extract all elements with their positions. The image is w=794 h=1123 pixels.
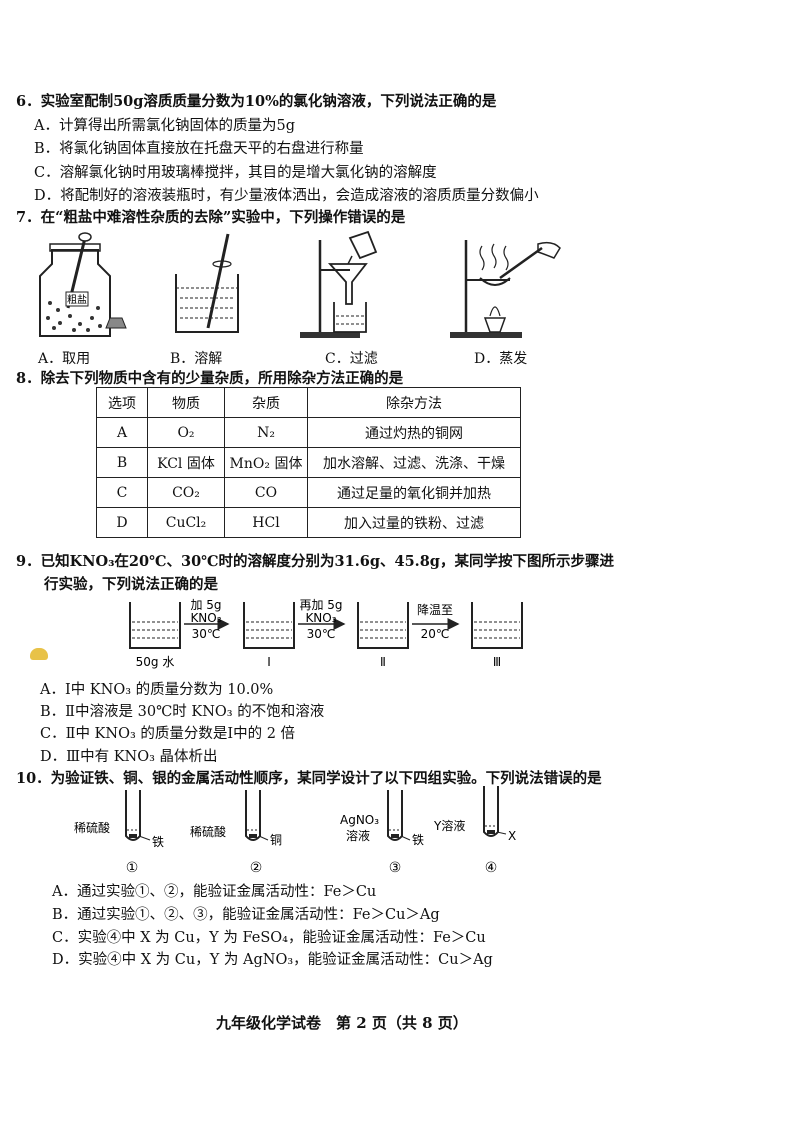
q9-option-d: D．Ⅲ中有 KNO₃ 晶体析出 xyxy=(40,749,218,765)
tube1-left-label: 稀硫酸 xyxy=(74,820,110,835)
cell: 通过足量的氧化铜并加热 xyxy=(307,477,521,508)
page-footer: 九年级化学试卷 第 2 页（共 8 页） xyxy=(216,1014,468,1032)
q9-option-c: C．Ⅱ中 KNO₃ 的质量分数是Ⅰ中的 2 倍 xyxy=(40,726,296,742)
tube3-number: ③ xyxy=(389,860,402,876)
q8-stem: 8．除去下列物质中含有的少量杂质，所用除杂方法正确的是 xyxy=(16,370,404,387)
tube4-number: ④ xyxy=(485,860,498,876)
evaporation-icon xyxy=(450,240,561,338)
header-impurity: 杂质 xyxy=(224,387,308,418)
beaker-label: Ⅲ xyxy=(493,655,501,669)
tube2-number: ② xyxy=(250,860,263,876)
cell: MnO₂ 固体 xyxy=(224,447,308,478)
cell: KCl 固体 xyxy=(147,447,225,478)
header-method: 除杂方法 xyxy=(307,387,521,418)
cell: A xyxy=(96,417,148,448)
tube2-right-label: 铜 xyxy=(270,832,282,847)
q7-option-b: B．溶解 xyxy=(170,351,223,367)
q6-option-a: A．计算得出所需氯化钠固体的质量为5g xyxy=(34,118,295,134)
q7-apparatus-figure: 粗盐 xyxy=(39,230,561,338)
q10-option-c: C．实验④中 X 为 Cu，Y 为 FeSO₄，能验证金属活动性：Fe＞Cu xyxy=(52,930,486,946)
tube3-right-label: 铁 xyxy=(412,833,424,847)
arrow1-mid: KNO₃ xyxy=(190,611,221,625)
cell: HCl xyxy=(224,507,308,538)
cell: O₂ xyxy=(147,417,225,448)
test-tube-icon xyxy=(483,786,507,837)
cell: 通过灼热的铜网 xyxy=(307,417,521,448)
tube4-left-label: Y溶液 xyxy=(433,818,465,833)
q10-option-d: D．实验④中 X 为 Cu，Y 为 AgNO₃，能验证金属活动性：Cu＞Ag xyxy=(52,952,493,968)
tube3-left-label-top: AgNO₃ xyxy=(340,813,379,827)
q7-option-a: A．取用 xyxy=(38,351,91,367)
tube1-number: ① xyxy=(126,860,139,876)
arrow1-bot: 30℃ xyxy=(192,627,221,641)
cell: C xyxy=(96,477,148,508)
cell: CO xyxy=(224,477,308,508)
q9-option-a: A．Ⅰ中 KNO₃ 的质量分数为 10.0% xyxy=(40,682,274,698)
beaker-label: 50g 水 xyxy=(136,655,175,669)
tube2-left-label: 稀硫酸 xyxy=(190,824,226,839)
cell: CuCl₂ xyxy=(147,507,225,538)
q8-table: 选项 物质 杂质 除杂方法 A O₂ N₂ 通过灼热的铜网 B KCl 固体 M… xyxy=(96,387,521,538)
tube4-right-label: X xyxy=(508,829,516,843)
table-row: A O₂ N₂ 通过灼热的铜网 xyxy=(96,417,521,448)
table-row: C CO₂ CO 通过足量的氧化铜并加热 xyxy=(96,477,521,508)
reagent-jar-icon: 粗盐 xyxy=(39,232,127,337)
q9-stem-line1: 9．已知KNO₃在20℃、30℃时的溶解度分别为31.6g、45.8g，某同学按… xyxy=(16,553,614,570)
cell: N₂ xyxy=(224,417,308,448)
arrow2-top: 再加 5g xyxy=(299,598,342,612)
beaker-icon: Ⅱ xyxy=(357,602,409,669)
q9-process-figure: 50g 水 加 5g KNO₃ 30℃ Ⅰ 再加 5g KNO₃ 30℃ Ⅱ 降… xyxy=(129,598,523,669)
q6-stem: 6．实验室配制50g溶质质量分数为10%的氯化钠溶液，下列说法正确的是 xyxy=(16,93,497,110)
stray-mark-icon xyxy=(30,648,48,660)
cell: 加入过量的铁粉、过滤 xyxy=(307,507,521,538)
q7-option-c: C．过滤 xyxy=(325,351,378,367)
cell: B xyxy=(96,447,148,478)
arrow1-top: 加 5g xyxy=(190,598,221,612)
beaker-icon: 50g 水 xyxy=(129,602,181,669)
filtration-stand-icon xyxy=(300,230,378,338)
table-row: B KCl 固体 MnO₂ 固体 加水溶解、过滤、洗涤、干燥 xyxy=(96,447,521,478)
arrow3-top: 降温至 xyxy=(417,603,453,617)
cell: D xyxy=(96,507,148,538)
beaker-label: Ⅱ xyxy=(380,655,386,669)
q6-option-c: C．溶解氯化钠时用玻璃棒搅拌，其目的是增大氯化钠的溶解度 xyxy=(34,165,437,181)
test-tube-icon xyxy=(125,790,151,841)
arrow2-mid: KNO₃ xyxy=(305,611,336,625)
tube3-left-label-bottom: 溶液 xyxy=(346,828,370,843)
cell: 加水溶解、过滤、洗涤、干燥 xyxy=(307,447,521,478)
beaker-label: Ⅰ xyxy=(267,655,271,669)
q10-option-b: B．通过实验①、②、③，能验证金属活动性：Fe＞Cu＞Ag xyxy=(52,907,440,923)
header-substance: 物质 xyxy=(147,387,225,418)
arrow2-bot: 30℃ xyxy=(307,627,336,641)
table-row: D CuCl₂ HCl 加入过量的铁粉、过滤 xyxy=(96,507,521,538)
beaker-icon: Ⅲ xyxy=(471,602,523,669)
tube1-right-label: 铁 xyxy=(152,835,164,849)
q10-stem: 10．为验证铁、铜、银的金属活动性顺序，某同学设计了以下四组实验。下列说法错误的… xyxy=(16,770,602,787)
jar-label: 粗盐 xyxy=(67,293,87,306)
header-option: 选项 xyxy=(96,387,148,418)
q10-test-tubes-figure: 稀硫酸 铁 ① 稀硫酸 铜 ② AgNO₃ 溶液 铁 ③ Y溶液 X ④ xyxy=(74,786,516,876)
q10-option-a: A．通过实验①、②，能验证金属活动性：Fe＞Cu xyxy=(52,884,377,900)
arrow3-bot: 20℃ xyxy=(421,627,450,641)
q6-option-d: D．将配制好的溶液装瓶时，有少量液体洒出，会造成溶液的溶质质量分数偏小 xyxy=(34,188,539,204)
q7-option-d: D．蒸发 xyxy=(474,351,528,367)
q9-option-b: B．Ⅱ中溶液是 30℃时 KNO₃ 的不饱和溶液 xyxy=(40,704,325,720)
q6-option-b: B．将氯化钠固体直接放在托盘天平的右盘进行称量 xyxy=(34,141,364,157)
beaker-icon: Ⅰ xyxy=(243,602,295,669)
beaker-stir-icon xyxy=(175,233,239,333)
table-header-row: 选项 物质 杂质 除杂方法 xyxy=(96,387,521,418)
q7-stem: 7．在“粗盐中难溶性杂质的去除”实验中，下列操作错误的是 xyxy=(16,209,406,226)
test-tube-icon xyxy=(245,790,269,841)
cell: CO₂ xyxy=(147,477,225,508)
test-tube-icon xyxy=(387,790,411,841)
q9-stem-line2: 行实验，下列说法正确的是 xyxy=(44,576,218,593)
